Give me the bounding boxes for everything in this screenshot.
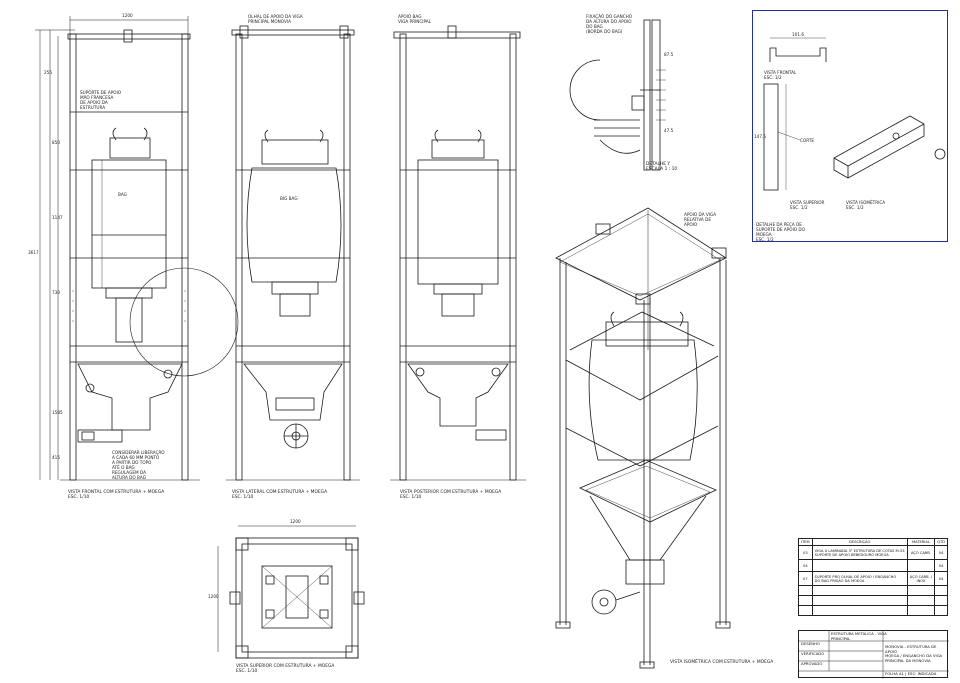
bom-row: [798, 595, 948, 606]
bom-item: 07: [798, 571, 813, 586]
side-view: [226, 25, 360, 481]
bom-material: [906, 559, 936, 572]
title-block: DESENHO VERIFICADO APROVADO ESTRUTURA ME…: [798, 630, 949, 679]
detail-y-caption: DETALHE Y ESCALA 1 : 10: [646, 162, 678, 172]
title-block-approved: APROVADO: [801, 661, 823, 666]
back-note-top: APOIO BAG VIGA PRINCIPAL: [398, 14, 431, 24]
bom-row: 03 VIGA U LAMINADA 3" ESTRUTURA DE COTAS…: [798, 545, 948, 560]
top-dim-left: 1200: [208, 594, 219, 599]
bom-material: AÇO CARB. / INOX: [906, 571, 936, 586]
front-dim-5: 1585: [52, 410, 63, 415]
bom-row: 04 04: [798, 559, 948, 572]
title-block-project: ESTRUTURA METÁLICA - VIGA PRINCIPAL: [831, 631, 887, 641]
detail-label-corte: CORTE: [800, 138, 815, 143]
side-view-caption: VISTA LATERAL COM ESTRUTURA + MOEGA ESC.…: [232, 490, 328, 500]
bom-item: 03: [798, 545, 813, 560]
front-dim-1: 255: [44, 70, 52, 75]
detail-dim-width: 101.6: [792, 32, 804, 37]
title-block-sheet: FOLHA A1 | ESC: INDICADA: [885, 671, 937, 676]
bom-header-material: MATERIAL: [906, 538, 936, 546]
isometric-view: [555, 207, 731, 669]
detail-panel-caption: DETALHE DA PEÇA DE SUPORTE DE APOIO DO M…: [756, 222, 805, 242]
front-note-support: SUPORTE DE APOIO MÃO FRANCESA DE APOIO D…: [80, 90, 122, 110]
bom-desc: [811, 559, 908, 572]
detail-panel-frame: [752, 10, 948, 242]
bom-item: 04: [798, 559, 813, 572]
bill-of-materials: ITEM DESCRIÇÃO MATERIAL QTD 03 VIGA U LA…: [798, 538, 948, 616]
detail-dim-height: 147.5: [754, 134, 766, 139]
bom-desc: SUPORTE PRO OLHAL DE APOIO / ENGANCHO DO…: [811, 571, 908, 586]
bom-header-qty: QTD: [934, 538, 948, 546]
bom-qty: 04: [934, 559, 948, 572]
detail-y-dim-b: 47.5: [664, 128, 674, 133]
top-view: [217, 525, 365, 659]
front-view-caption: VISTA FRONTAL COM ESTRUTURA + MOEGA ESC.…: [68, 490, 165, 500]
detail-iso-caption: VISTA ISOMÉTRICA ESC. 1/2: [846, 200, 886, 210]
bom-row: 07 SUPORTE PRO OLHAL DE APOIO / ENGANCHO…: [798, 571, 948, 586]
bom-row: [798, 605, 948, 616]
top-dim-top: 1200: [290, 519, 301, 524]
bom-header-desc: DESCRIÇÃO: [811, 538, 908, 546]
front-dim-4: 730: [52, 290, 60, 295]
front-view: [35, 16, 239, 481]
front-dim-2: 850: [52, 140, 60, 145]
bom-row: [798, 585, 948, 596]
front-note-bag: BAG: [118, 192, 127, 197]
iso-view-caption: VISTA ISOMÉTRICA COM ESTRUTURA + MOEGA: [670, 660, 774, 665]
title-block-title: MONOVIA - ESTRUTURA DE APOIO MOEGA / ENG…: [885, 644, 943, 663]
bom-header-row: ITEM DESCRIÇÃO MATERIAL QTD: [798, 538, 948, 546]
side-note-top: OLHAL DE APOIO DA VIGA PRINCIPAL MONOVIA: [248, 14, 303, 24]
detail-y-dim-a: 87.5: [664, 52, 674, 57]
front-note-bottom: CONSIDERAR LIBERAÇÃO A CADA 60 MM PONTO …: [112, 450, 165, 480]
back-view: [390, 25, 526, 481]
detail-top-caption: VISTA SUPERIOR ESC. 1/2: [790, 200, 825, 210]
detail-y-note: FIXAÇÃO DO GANCHO DA ALTURA DO APOIO DO …: [586, 14, 633, 34]
side-note-bag: BIG BAG: [280, 196, 298, 201]
title-block-drawn: DESENHO: [801, 641, 820, 646]
bom-material: AÇO CARB.: [906, 545, 936, 560]
title-block-checked: VERIFICADO: [801, 651, 825, 656]
bom-header-item: ITEM: [798, 538, 813, 546]
front-dim-top: 1200: [122, 13, 133, 18]
detail-front-caption: VISTA FRONTAL ESC. 1/2: [764, 70, 797, 80]
detail-panel-drawings: [763, 37, 946, 191]
bom-qty: 04: [934, 545, 948, 560]
title-block-grid: [799, 631, 949, 679]
front-dim-3: 1147: [52, 215, 63, 220]
bom-qty: 04: [934, 571, 948, 586]
front-dim-6: 415: [52, 455, 60, 460]
detail-y-view: [569, 19, 666, 171]
bom-desc: VIGA U LAMINADA 3" ESTRUTURA DE COTAS M-…: [811, 545, 908, 560]
back-view-caption: VISTA POSTERIOR COM ESTRUTURA + MOEGA ES…: [400, 490, 502, 500]
top-view-caption: VISTA SUPERIOR COM ESTRUTURA + MOEGA ESC…: [236, 664, 335, 674]
iso-note-top: APOIO DA VIGA RELATIVA DE APOIO: [684, 212, 717, 227]
front-dim-total: 3617: [28, 250, 39, 255]
